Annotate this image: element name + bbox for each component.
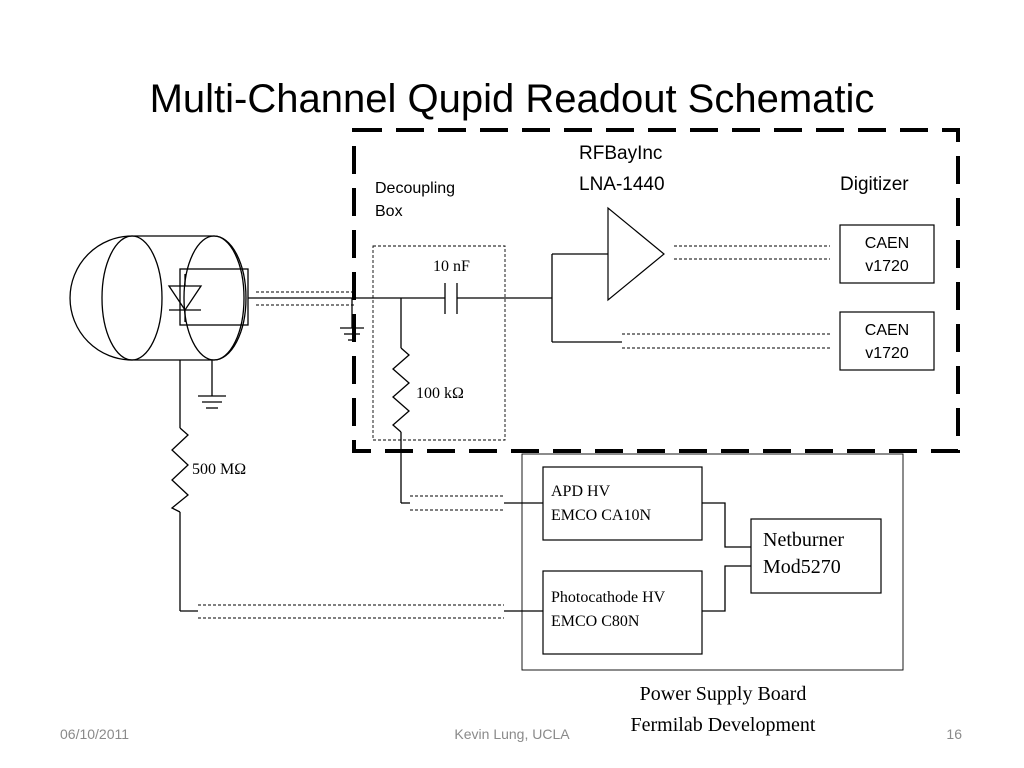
caen-digitizer-1: CAEN v1720 bbox=[839, 224, 935, 284]
caen1-line1: CAEN bbox=[865, 235, 909, 252]
coax-amp-to-caen1 bbox=[674, 245, 830, 260]
caen2-line1: CAEN bbox=[865, 322, 909, 339]
apd-to-netburner-wire bbox=[702, 502, 751, 548]
apd-hv-line2: EMCO CA10N bbox=[551, 507, 651, 524]
coax-direct-to-caen2 bbox=[622, 333, 830, 349]
photocathode-to-netburner-wire bbox=[702, 565, 751, 612]
caen1-line2: v1720 bbox=[865, 258, 909, 275]
caen2-line2: v1720 bbox=[865, 345, 909, 362]
photocathode-hv-line1: Photocathode HV bbox=[551, 589, 666, 606]
power-board-label-line2: Fermilab Development bbox=[631, 714, 816, 736]
amplifier-label-line1: RFBayInc bbox=[579, 143, 662, 164]
power-supply-board bbox=[521, 453, 904, 671]
amplifier-icon bbox=[607, 206, 665, 302]
digitizer-label: Digitizer bbox=[840, 174, 909, 195]
footer-author: Kevin Lung, UCLA bbox=[454, 726, 570, 742]
qupid-ground-icon bbox=[198, 360, 226, 409]
digitizer-enclosure bbox=[352, 128, 960, 453]
caen-digitizer-2: CAEN v1720 bbox=[839, 311, 935, 371]
apd-hv-line1: APD HV bbox=[551, 483, 611, 500]
decoupling-box-label-line2: Box bbox=[375, 203, 403, 220]
resistor-500m-label: 500 MΩ bbox=[192, 461, 246, 478]
netburner-box: Netburner Mod5270 bbox=[750, 518, 882, 594]
signal-coax bbox=[256, 291, 354, 306]
netburner-line1: Netburner bbox=[763, 529, 844, 551]
netburner-line2: Mod5270 bbox=[763, 556, 841, 578]
capacitor-label: 10 nF bbox=[433, 258, 470, 275]
slide-title: Multi-Channel Qupid Readout Schematic bbox=[150, 77, 875, 121]
coax-apd-bias bbox=[410, 495, 504, 511]
photocathode-hv-line2: EMCO C80N bbox=[551, 613, 640, 630]
capacitor-icon bbox=[444, 283, 458, 314]
decoupling-box bbox=[372, 245, 506, 441]
power-board-label-line1: Power Supply Board bbox=[640, 683, 807, 705]
amplifier-label-line2: LNA-1440 bbox=[579, 174, 665, 195]
footer-page-number: 16 bbox=[946, 726, 962, 742]
footer-date: 06/10/2011 bbox=[60, 726, 129, 742]
coax-photocathode-bias bbox=[198, 604, 504, 619]
resistor-100k-label: 100 kΩ bbox=[416, 385, 464, 402]
photocathode-hv-box: Photocathode HV EMCO C80N bbox=[542, 570, 703, 655]
apd-hv-box: APD HV EMCO CA10N bbox=[542, 466, 703, 541]
qupid-tube-icon bbox=[69, 235, 249, 361]
enclosure-ground-icon bbox=[340, 298, 364, 341]
decoupling-box-label-line1: Decoupling bbox=[375, 180, 455, 197]
resistor-500m-icon bbox=[170, 427, 189, 513]
resistor-100k-icon bbox=[392, 347, 410, 433]
